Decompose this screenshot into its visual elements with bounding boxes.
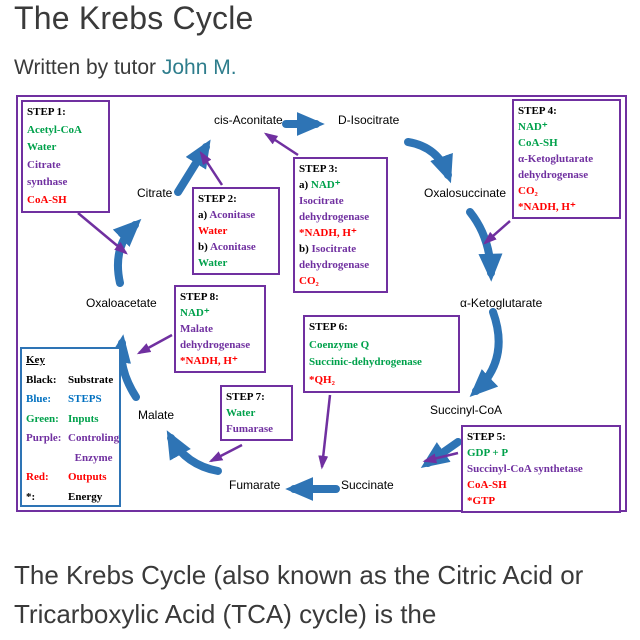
- key-meaning-line2: Enzyme: [74, 451, 113, 464]
- enzyme-label: dehydrogenase: [299, 259, 370, 271]
- input-label: Water: [198, 257, 228, 269]
- enzyme-label: Succinyl-CoA synthetase: [467, 463, 583, 475]
- input-label: CoA-SH: [518, 137, 558, 149]
- key-row: Blue: STEPS: [26, 390, 115, 410]
- input-label: Water: [226, 407, 256, 419]
- step-8-box: STEP 8: NAD⁺ Malate dehydrogenase *NADH,…: [174, 285, 266, 373]
- metabolite-alpha-ketoglutarate: α-Ketoglutarate: [460, 296, 543, 310]
- key-color-name: Purple:: [26, 432, 62, 444]
- input-label: GDP + P: [467, 447, 509, 459]
- enzyme-label: α-Ketoglutarate: [518, 153, 594, 165]
- key-meaning-line1: Controling: [68, 432, 120, 444]
- output-label: *GTP: [467, 495, 496, 507]
- output-label: CO₂: [518, 185, 538, 197]
- output-label: CoA-SH: [467, 479, 507, 491]
- key-row: Green: Inputs: [26, 410, 115, 430]
- step-1-box: STEP 1: Acetyl-CoA Water Citrate synthas…: [21, 100, 110, 213]
- step-7-box: STEP 7: Water Fumarase: [220, 385, 293, 441]
- metabolite-oxalosuccinate: Oxalosuccinate: [424, 186, 507, 200]
- enzyme-label: Isocitrate: [299, 195, 344, 207]
- step-5-box: STEP 5: GDP + P Succinyl-CoA synthetase …: [461, 425, 621, 513]
- input-label: NAD⁺: [180, 307, 210, 319]
- key-row: Black: Substrate: [26, 371, 115, 391]
- step-2-box: STEP 2: a) Aconitase Water b) Aconitase …: [192, 187, 280, 275]
- enzyme-label: Citrate: [27, 158, 61, 171]
- key-meaning: Substrate: [68, 373, 114, 386]
- step-3-box: STEP 3: a) NAD⁺ Isocitrate dehydrogenase…: [293, 157, 388, 293]
- enzyme-label: Aconitase: [209, 241, 256, 253]
- enzyme-label: Aconitase: [209, 209, 256, 221]
- step-title: STEP 5:: [467, 431, 506, 443]
- metabolite-succinyl-coa: Succinyl-CoA: [430, 403, 503, 417]
- output-label: CoA-SH: [27, 193, 67, 206]
- output-label: *QH₂: [309, 373, 335, 386]
- metabolite-oxaloacetate: Oxaloacetate: [86, 296, 157, 310]
- step-title: STEP 7:: [226, 391, 265, 403]
- key-legend: Key Black: Substrate Blue: STEPS Green: …: [20, 347, 121, 507]
- krebs-cycle-diagram: cis-Aconitate D-Isocitrate Citrate Oxalo…: [16, 95, 627, 513]
- key-meaning: Outputs: [68, 471, 107, 483]
- enzyme-label: dehydrogenase: [518, 169, 589, 181]
- step-title: STEP 8:: [180, 291, 219, 303]
- item-prefix: b): [299, 243, 309, 255]
- key-color-name: Blue:: [26, 393, 52, 405]
- step-4-box: STEP 4: NAD⁺ CoA-SH α-Ketoglutarate dehy…: [512, 99, 621, 219]
- item-prefix: a): [299, 179, 309, 191]
- output-label: *NADH, H⁺: [180, 355, 238, 367]
- metabolite-succinate: Succinate: [341, 478, 394, 492]
- enzyme-label: Isocitrate: [311, 243, 357, 255]
- output-label: Water: [198, 225, 228, 237]
- enzyme-label: dehydrogenase: [180, 339, 251, 351]
- metabolite-cis-aconitate: cis-Aconitate: [214, 113, 283, 127]
- key-color-name: Red:: [26, 471, 49, 483]
- metabolite-fumarate: Fumarate: [229, 478, 281, 492]
- input-label: Water: [27, 141, 57, 153]
- input-label: Coenzyme Q: [309, 338, 370, 351]
- output-label: CO₂: [299, 275, 319, 287]
- key-color-name: Black:: [26, 373, 57, 386]
- enzyme-label: synthase: [27, 176, 68, 188]
- step-title: STEP 2:: [198, 193, 237, 205]
- key-meaning: Energy: [68, 490, 103, 503]
- input-label: Acetyl-CoA: [27, 123, 82, 136]
- input-label: NAD⁺: [518, 121, 548, 133]
- key-meaning: Inputs: [68, 412, 99, 425]
- enzyme-label: Malate: [180, 323, 213, 335]
- metabolite-malate: Malate: [138, 408, 175, 422]
- key-title: Key: [26, 354, 45, 366]
- input-label: NAD⁺: [310, 179, 341, 191]
- step-title: STEP 6:: [309, 321, 348, 333]
- step-6-box: STEP 6: Coenzyme Q Succinic-dehydrogenas…: [303, 315, 460, 393]
- byline-prefix: Written by tutor: [14, 56, 162, 79]
- key-color-name: Green:: [26, 412, 59, 425]
- item-prefix: b): [198, 241, 208, 253]
- item-prefix: a): [198, 209, 208, 221]
- key-row: Red: Outputs: [26, 468, 115, 488]
- output-label: *NADH, H⁺: [518, 201, 576, 213]
- byline: Written by tutor John M.: [14, 56, 237, 80]
- output-label: *NADH, H⁺: [299, 227, 357, 239]
- metabolite-d-isocitrate: D-Isocitrate: [338, 113, 400, 127]
- enzyme-label: Succinic-dehydrogenase: [309, 356, 422, 368]
- enzyme-label: Fumarase: [226, 423, 274, 435]
- enzyme-label: dehydrogenase: [299, 211, 370, 223]
- step-title: STEP 3:: [299, 163, 338, 175]
- step-title: STEP 1:: [27, 106, 66, 118]
- key-row: *: Energy: [26, 488, 115, 508]
- metabolite-citrate: Citrate: [137, 186, 173, 200]
- key-meaning: STEPS: [68, 393, 102, 405]
- key-color-name: *:: [26, 490, 36, 503]
- page-title: The Krebs Cycle: [14, 0, 254, 36]
- intro-paragraph: The Krebs Cycle (also known as the Citri…: [14, 560, 584, 629]
- author-link[interactable]: John M.: [161, 56, 237, 79]
- step-title: STEP 4:: [518, 105, 557, 117]
